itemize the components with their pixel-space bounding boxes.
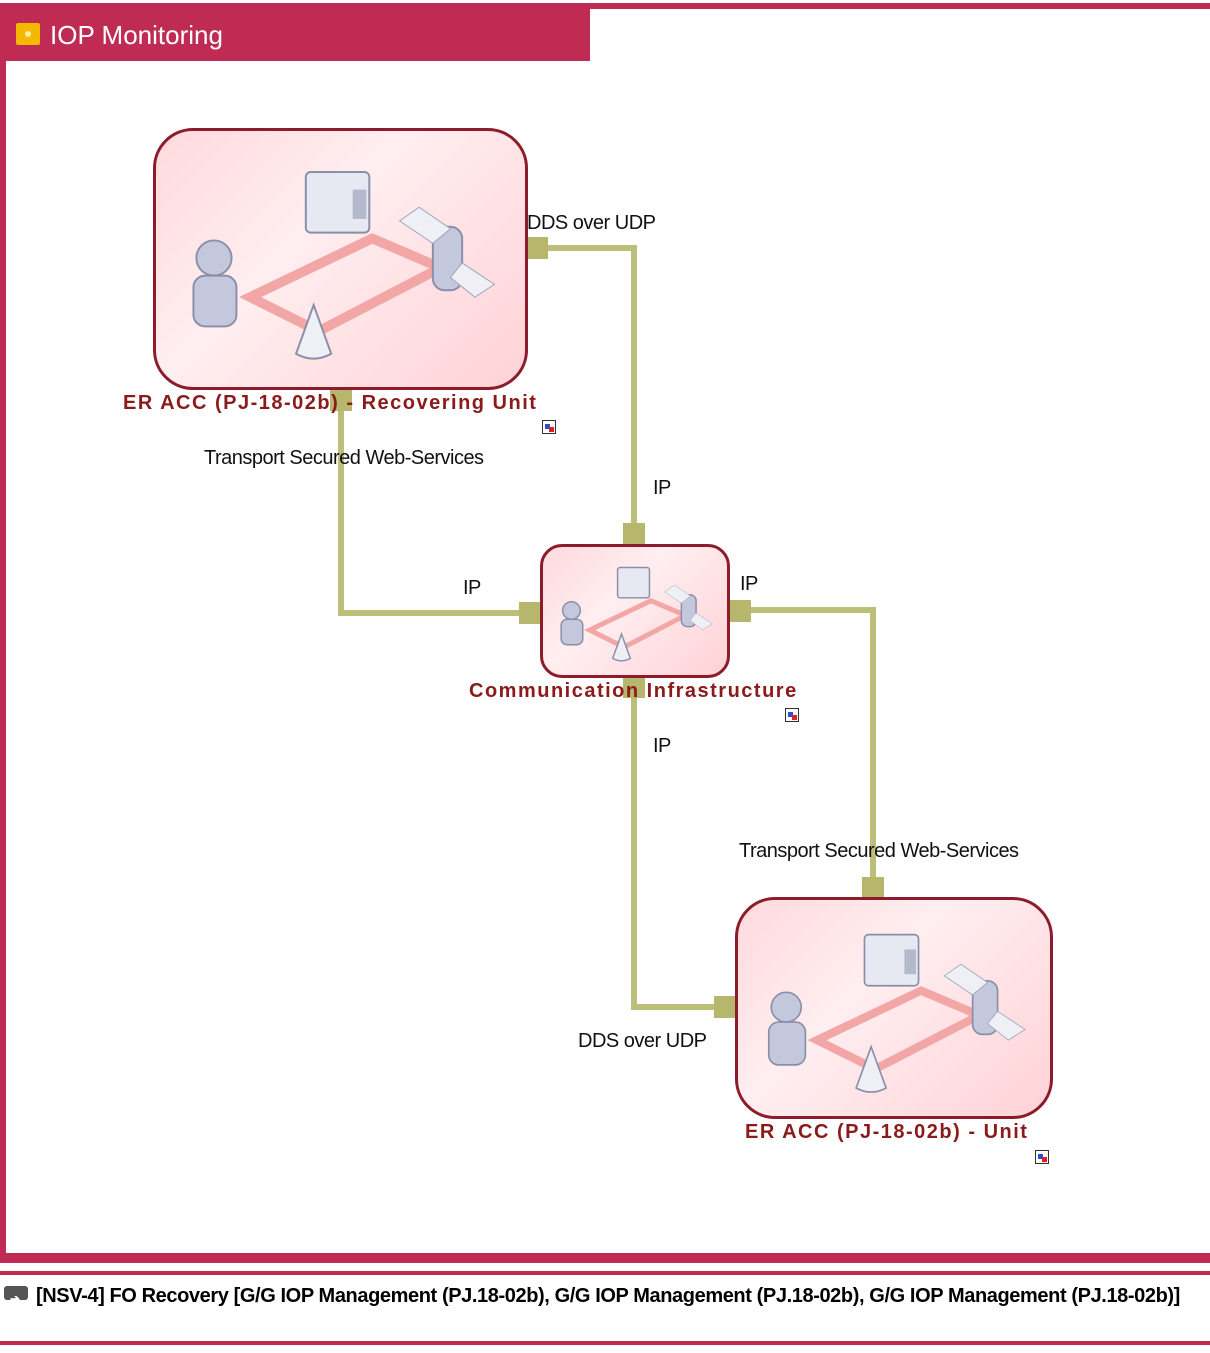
arrow-right-icon <box>4 1283 28 1315</box>
diagram-title-tab[interactable]: IOP Monitoring <box>0 9 590 61</box>
element-link-icon[interactable] <box>785 708 799 722</box>
connector-label: IP <box>653 735 671 757</box>
port-square <box>519 602 541 624</box>
connector-dds-bottom <box>631 686 725 1010</box>
element-link-icon[interactable] <box>542 420 556 434</box>
node-communication-infrastructure[interactable] <box>540 544 730 678</box>
diagram-frame <box>0 3 1210 1263</box>
monitoring-eye-icon <box>16 23 40 45</box>
connector-label: IP <box>740 573 758 595</box>
footer-bar <box>0 1271 1210 1345</box>
connector-label: Transport Secured Web-Services <box>739 840 1019 862</box>
connector-label: IP <box>463 577 481 599</box>
node-label-unit: ER ACC (PJ-18-02b) - Unit <box>745 1121 1029 1143</box>
connector-label: DDS over UDP <box>527 212 656 234</box>
connector-label: IP <box>653 477 671 499</box>
element-link-icon[interactable] <box>1035 1150 1049 1164</box>
port-square <box>862 877 884 899</box>
port-square <box>729 600 751 622</box>
port-square <box>526 237 548 259</box>
system-illustration-icon <box>192 171 496 360</box>
diagram-title: IOP Monitoring <box>50 20 223 50</box>
frame-bottom-border <box>0 1253 1210 1258</box>
connector-layer <box>330 237 884 1018</box>
connector-tsws-right <box>739 607 876 888</box>
node-label-recovering-unit: ER ACC (PJ-18-02b) - Recovering Unit <box>123 392 538 414</box>
connector-dds-top <box>537 245 637 535</box>
connector-tsws-left <box>338 400 530 616</box>
system-illustration-icon <box>767 933 1026 1093</box>
footer-text: [NSV-4] FO Recovery [G/G IOP Management … <box>36 1285 1180 1307</box>
node-unit[interactable] <box>735 897 1053 1119</box>
port-square <box>714 996 736 1018</box>
port-square <box>330 389 352 411</box>
connector-label: DDS over UDP <box>578 1030 707 1052</box>
port-square <box>623 676 645 698</box>
node-label-communication-infrastructure: Communication Infrastructure <box>469 680 798 702</box>
footer-caption[interactable]: [NSV-4] FO Recovery [G/G IOP Management … <box>4 1280 1184 1315</box>
system-illustration-icon <box>560 566 713 662</box>
node-recovering-unit[interactable] <box>153 128 528 390</box>
connector-label: Transport Secured Web-Services <box>204 447 484 469</box>
port-square <box>623 523 645 545</box>
